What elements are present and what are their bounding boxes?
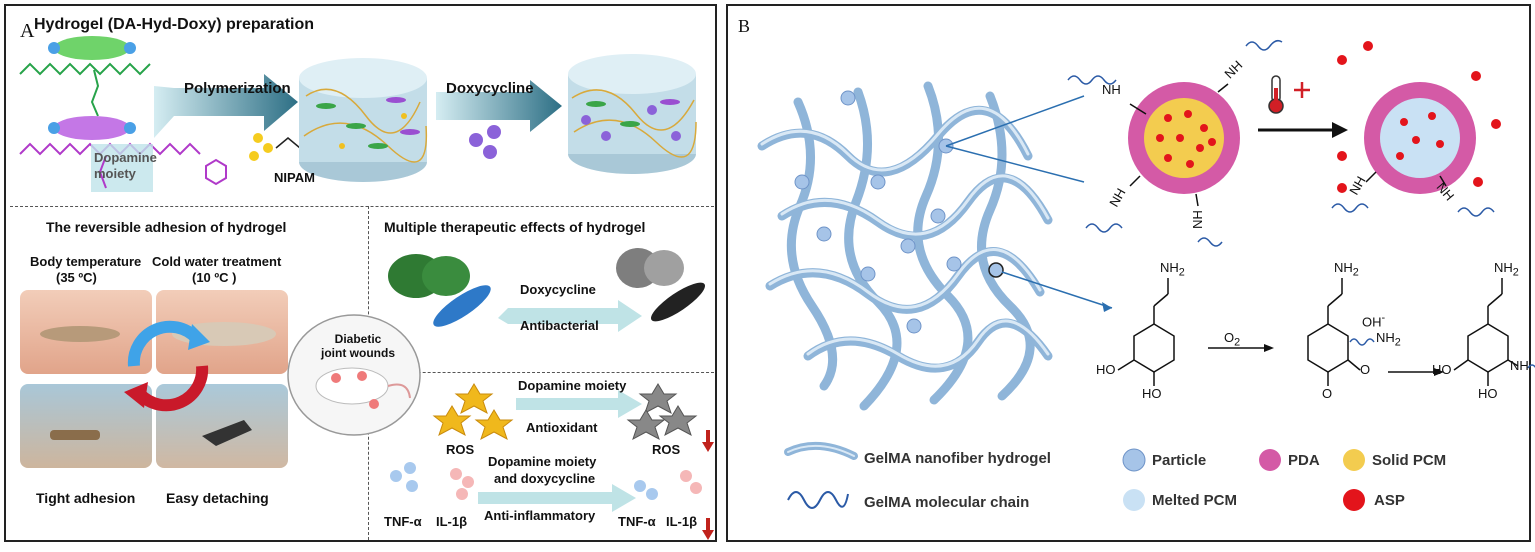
- dopamine-effect-label: Dopamine moiety: [518, 378, 627, 393]
- dopamine-doxy-label-2: and doxycycline: [494, 471, 596, 486]
- doxycycline-arrow: [436, 80, 562, 159]
- o-label-a: O: [1322, 386, 1333, 401]
- nanofiber-network: [757, 81, 1113, 411]
- polymerization-label: Polymerization: [184, 80, 291, 97]
- diabetic-wound-circle: [287, 314, 421, 436]
- panel-a: A Hydrogel (DA-Hyd-Doxy) preparation Pol…: [4, 4, 717, 542]
- ho-label-c: HO: [1432, 362, 1452, 377]
- prep-title: Hydrogel (DA-Hyd-Doxy) preparation: [34, 16, 315, 33]
- therapeutic-title: Multiple therapeutic effects of hydrogel: [384, 219, 646, 235]
- panel-a-letter: A: [20, 20, 35, 42]
- monomer-structures: [19, 36, 325, 192]
- nh-label-1: NH: [1102, 82, 1121, 97]
- oh-minus-label: OH-: [1362, 312, 1386, 330]
- reversible-cycle-arrows: [40, 320, 276, 446]
- legend-asp: ASP: [1374, 492, 1405, 509]
- il-right-label: IL-1β: [666, 514, 698, 529]
- nipam-label: NIPAM: [274, 170, 315, 185]
- o-label-b: O: [1360, 362, 1371, 377]
- ho-label-a: HO: [1096, 362, 1116, 377]
- adhesion-title: The reversible adhesion of hydrogel: [46, 219, 287, 235]
- panel-b-letter: B: [738, 16, 751, 36]
- loaded-hydrogel-cylinder: [568, 54, 697, 174]
- antibacterial-illustration: [388, 248, 706, 332]
- easy-detaching-label: Easy detaching: [166, 490, 269, 506]
- antioxidant-illustration: [432, 383, 714, 452]
- antibacterial-label: Antibacterial: [520, 318, 599, 333]
- dopamine-doxy-label-1: Dopamine moiety: [488, 454, 597, 469]
- doxycycline-effect-label: Doxycycline: [520, 282, 596, 297]
- cold-water-label: Cold water treatment: [152, 254, 282, 269]
- nh2-label-b: NH2: [1334, 260, 1359, 279]
- dopamine-moiety-label: Dopamine moiety: [94, 150, 157, 181]
- solid-core-shell-particle: [1067, 39, 1283, 247]
- legend-nanofiber: GelMA nanofiber hydrogel: [864, 450, 1051, 467]
- o2-label: O2: [1224, 330, 1241, 349]
- anti-inflammatory-label: Anti-inflammatory: [484, 508, 596, 523]
- legend-solid-pcm: Solid PCM: [1372, 452, 1447, 469]
- ho-label-d: HO: [1478, 386, 1498, 401]
- legend-particle: Particle: [1152, 452, 1207, 469]
- nh-chain-label: NH: [1510, 358, 1529, 373]
- legend-chain: GelMA molecular chain: [864, 494, 1030, 511]
- legend-pda: PDA: [1288, 452, 1320, 469]
- tnf-right-label: TNF-α: [618, 514, 656, 529]
- panel-b: B: [726, 4, 1535, 542]
- thermometer-icon: [1258, 75, 1348, 138]
- legend-melted-pcm: Melted PCM: [1152, 492, 1238, 509]
- joint-wounds-label: joint wounds: [321, 346, 395, 360]
- separator-top: [10, 206, 714, 207]
- doxycycline-label: Doxycycline: [446, 80, 534, 97]
- legend-symbols: [784, 441, 1365, 511]
- body-temp-value: (35 ºC): [56, 270, 97, 285]
- anti-inflammatory-illustration: [390, 462, 714, 540]
- tight-adhesion-label: Tight adhesion: [36, 490, 136, 506]
- tight-adhesion-photo: [20, 384, 152, 468]
- diabetic-label: Diabetic: [334, 332, 382, 346]
- nh2-reagent-label: NH2: [1376, 330, 1401, 349]
- body-temp-label: Body temperature: [30, 254, 142, 269]
- il-left-label: IL-1β: [436, 514, 468, 529]
- dopamine-chemistry: [1117, 278, 1535, 386]
- polymerization-arrow: [154, 74, 298, 138]
- melted-core-shell-particle: [1331, 41, 1501, 217]
- separator-right-mid: [368, 372, 714, 373]
- antioxidant-label: Antioxidant: [526, 420, 598, 435]
- cold-water-value: (10 ºC ): [192, 270, 237, 285]
- hydrogel-cylinder: [299, 58, 428, 182]
- tnf-left-label: TNF-α: [384, 514, 422, 529]
- nh2-label-a: NH2: [1160, 260, 1185, 279]
- ros-right-label: ROS: [652, 442, 681, 457]
- ho-label-b: HO: [1142, 386, 1162, 401]
- ros-left-label: ROS: [446, 442, 475, 457]
- nh2-label-c: NH2: [1494, 260, 1519, 279]
